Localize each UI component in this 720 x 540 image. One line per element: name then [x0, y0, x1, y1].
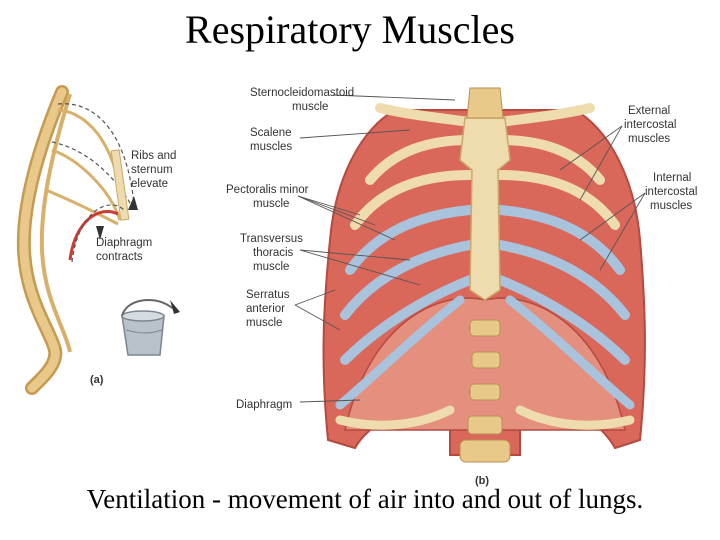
label-sternocleidomastoid: Sternocleidomastoid: [250, 87, 354, 99]
clavicle: [495, 103, 595, 127]
label-scalene: Scalene: [250, 127, 292, 139]
spine-illustration: [16, 85, 72, 395]
up-arrow-icon: [128, 196, 138, 210]
sternum: [459, 117, 511, 301]
label-internal-intercostal: muscles: [650, 200, 692, 212]
slide-caption: Ventilation - movement of air into and o…: [86, 484, 644, 514]
diaphragm-contracted: [68, 209, 119, 261]
label-scalene: muscles: [250, 141, 292, 153]
label-internal-intercostal: intercostal: [645, 186, 697, 198]
sternum-illustration: [110, 149, 130, 221]
rib-outline: [51, 148, 122, 221]
panel-a-illustration: Ribs and sternum elevate Diaphragm contr…: [16, 85, 180, 395]
label-external-intercostal: intercostal: [624, 119, 676, 131]
label-serratus-anterior: anterior: [246, 303, 285, 315]
spine: [459, 319, 511, 463]
label-ribs-elevate: sternum: [131, 164, 173, 176]
label-transversus-thoracis: Transversus: [240, 233, 303, 245]
panel-b-illustration: Sternocleidomastoid muscle Scalene muscl…: [226, 87, 697, 487]
rib-elevated-outline: [57, 103, 135, 206]
ribs-group: [335, 135, 635, 430]
neck-vertebrae: [466, 87, 504, 119]
down-arrow-icon: [96, 226, 104, 240]
diaphragm-relaxed: [71, 204, 125, 263]
panel-a-tag: (a): [90, 374, 104, 386]
label-transversus-thoracis: thoracis: [253, 247, 294, 259]
label-diaphragm-contracts: contracts: [96, 251, 143, 263]
label-serratus-anterior: Serratus: [246, 289, 290, 301]
label-ribs-elevate: Ribs and: [131, 150, 176, 162]
label-external-intercostal: External: [628, 105, 670, 117]
leader-lines: [294, 94, 646, 403]
slide-title: Respiratory Muscles: [185, 7, 515, 52]
label-diaphragm: Diaphragm: [236, 399, 292, 411]
rib-elevated-outline: [51, 141, 135, 211]
label-internal-intercostal: Internal: [653, 172, 691, 184]
panel-b-tag: (b): [475, 475, 489, 487]
label-diaphragm-contracts: Diaphragm: [96, 237, 152, 249]
rib-outline: [45, 188, 119, 226]
clavicle: [375, 103, 475, 127]
label-serratus-anterior: muscle: [246, 317, 282, 329]
label-external-intercostal: muscles: [628, 133, 670, 145]
label-pectoralis-minor: Pectoralis minor: [226, 184, 309, 196]
label-pectoralis-minor: muscle: [253, 198, 289, 210]
label-ribs-elevate: elevate: [131, 178, 168, 190]
label-sternocleidomastoid: muscle: [292, 101, 328, 113]
label-transversus-thoracis: muscle: [253, 261, 289, 273]
bucket-icon: [121, 299, 180, 356]
